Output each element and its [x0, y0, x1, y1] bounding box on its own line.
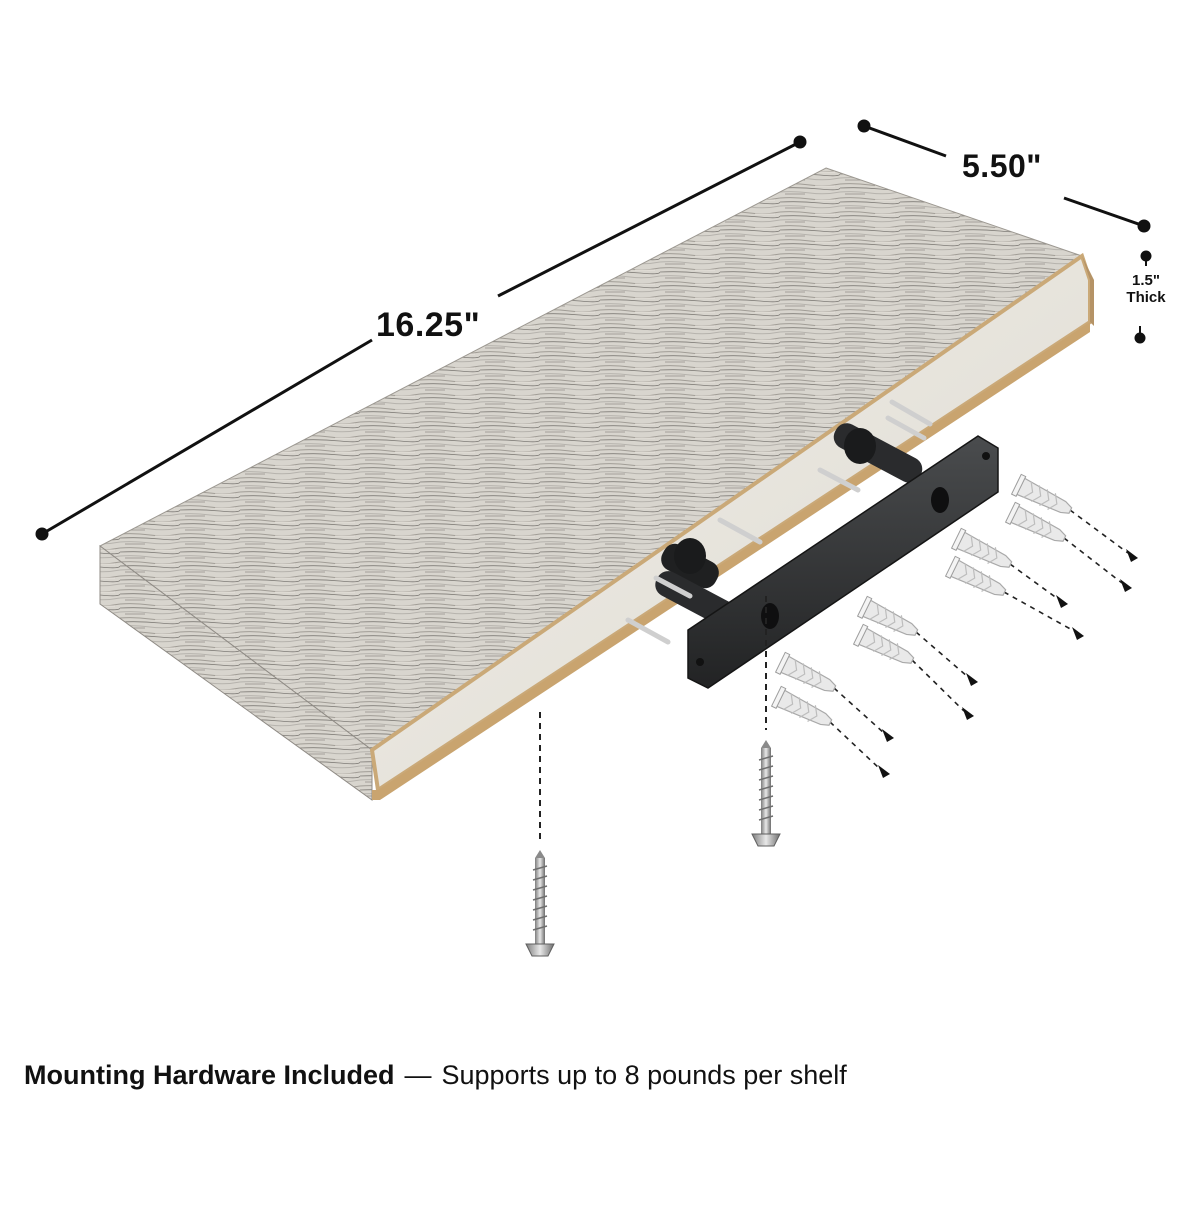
- arrow-head: [1056, 595, 1068, 608]
- arrow-head: [966, 673, 978, 686]
- guide-lines: [829, 509, 1129, 770]
- wall-anchor: [950, 527, 1013, 568]
- wall-anchor: [770, 685, 833, 726]
- caption-detail: Supports up to 8 pounds per shelf: [441, 1060, 847, 1090]
- arrow-head: [962, 707, 974, 720]
- depth-line-left: [863, 124, 947, 158]
- length-line-upper: [497, 140, 801, 298]
- guide-line: [1063, 537, 1123, 584]
- shelf-pins: [625, 399, 933, 645]
- wall-anchor: [774, 651, 837, 692]
- thickness-value: 1.5": [1132, 272, 1160, 289]
- wall-anchor: [852, 623, 915, 664]
- depth-dimension-label: 5.50": [962, 148, 1042, 184]
- guide-line: [1069, 509, 1129, 554]
- thickness-word: Thick: [1126, 289, 1166, 306]
- arrow-head: [1126, 549, 1138, 562]
- wall-anchor: [856, 595, 919, 636]
- caption-separator: —: [404, 1060, 432, 1090]
- wall-anchor: [1010, 473, 1073, 514]
- guide-line: [829, 721, 881, 770]
- product-caption: Mounting Hardware Included — Supports up t…: [24, 1060, 847, 1091]
- direction-arrows: [878, 549, 1138, 778]
- guide-line: [911, 659, 965, 712]
- guide-line: [1003, 591, 1075, 632]
- thickness-dimension-label: 1.5" Thick: [1116, 272, 1176, 306]
- screw-right: [751, 596, 781, 847]
- dimension-lines: [35, 119, 1152, 541]
- screw-left: [525, 712, 555, 957]
- wall-anchor: [1004, 501, 1067, 542]
- guide-line: [833, 687, 885, 734]
- length-dimension-label: 16.25": [376, 306, 481, 344]
- depth-line-right: [1063, 196, 1145, 228]
- arrow-head: [1120, 579, 1132, 592]
- shelf-back-rim: [372, 322, 1090, 800]
- length-line-lower: [41, 338, 373, 536]
- wall-anchors: [770, 473, 1073, 726]
- arrow-head: [878, 765, 890, 778]
- caption-title: Mounting Hardware Included: [24, 1060, 395, 1090]
- guide-line: [915, 631, 969, 678]
- guide-line: [1009, 563, 1059, 600]
- arrow-head: [1072, 627, 1084, 640]
- arrow-head: [882, 729, 894, 742]
- wall-anchor: [944, 555, 1007, 596]
- shelf-right-edge: [1082, 256, 1094, 326]
